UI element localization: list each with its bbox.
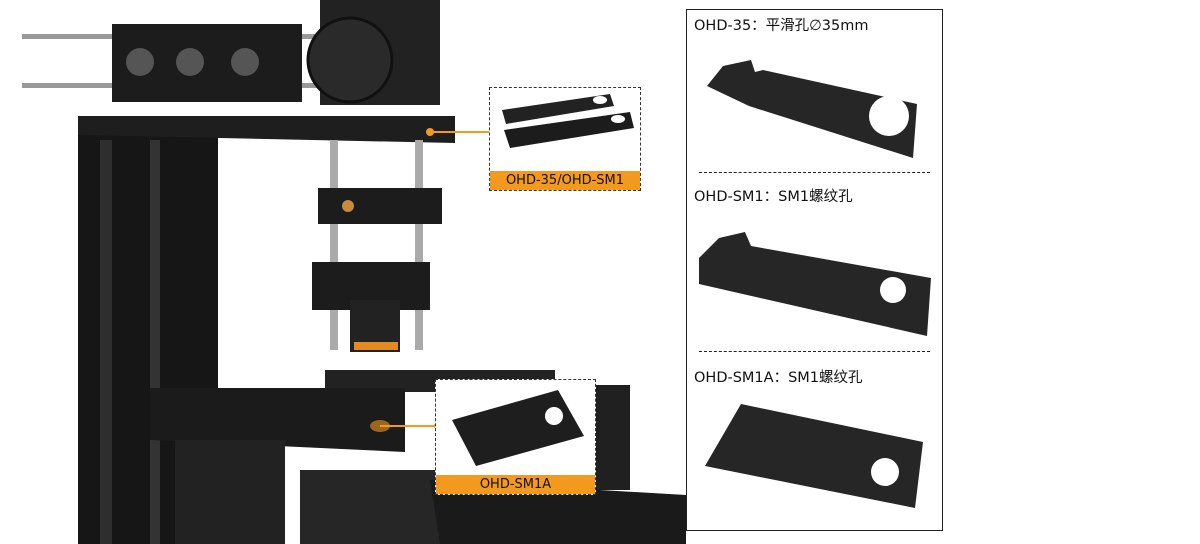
focus-assembly xyxy=(312,140,442,352)
variants-panel: OHD-35：平滑孔∅35mm OHD-SM1：SM1螺纹孔 OHD-SM1A：… xyxy=(686,9,943,531)
ohd-sm1-plate-image xyxy=(699,232,931,336)
variant-title: OHD-SM1：SM1螺纹孔 xyxy=(694,189,853,205)
plate-pair-image xyxy=(502,94,634,148)
ohd-sm1a-plate-image xyxy=(705,404,923,508)
ohd-35-plate xyxy=(78,116,455,143)
variant-title: OHD-35：平滑孔∅35mm xyxy=(694,18,869,34)
stage xyxy=(150,370,686,544)
product-photo xyxy=(22,0,686,544)
callout-leader-line xyxy=(380,425,438,427)
ohd-35-plate-image xyxy=(707,60,917,158)
callout-label: OHD-SM1A xyxy=(436,475,595,494)
divider xyxy=(699,172,930,173)
divider xyxy=(699,351,930,352)
callout-ohd-35-sm1: OHD-35/OHD-SM1 xyxy=(489,87,641,191)
variant-title: OHD-SM1A：SM1螺纹孔 xyxy=(694,370,863,386)
callout-ohd-sm1a: OHD-SM1A xyxy=(435,379,596,495)
optical-cage-rods xyxy=(22,0,440,105)
callout-leader-line xyxy=(430,131,494,133)
plate-image xyxy=(452,390,584,466)
callout-label: OHD-35/OHD-SM1 xyxy=(490,171,640,190)
